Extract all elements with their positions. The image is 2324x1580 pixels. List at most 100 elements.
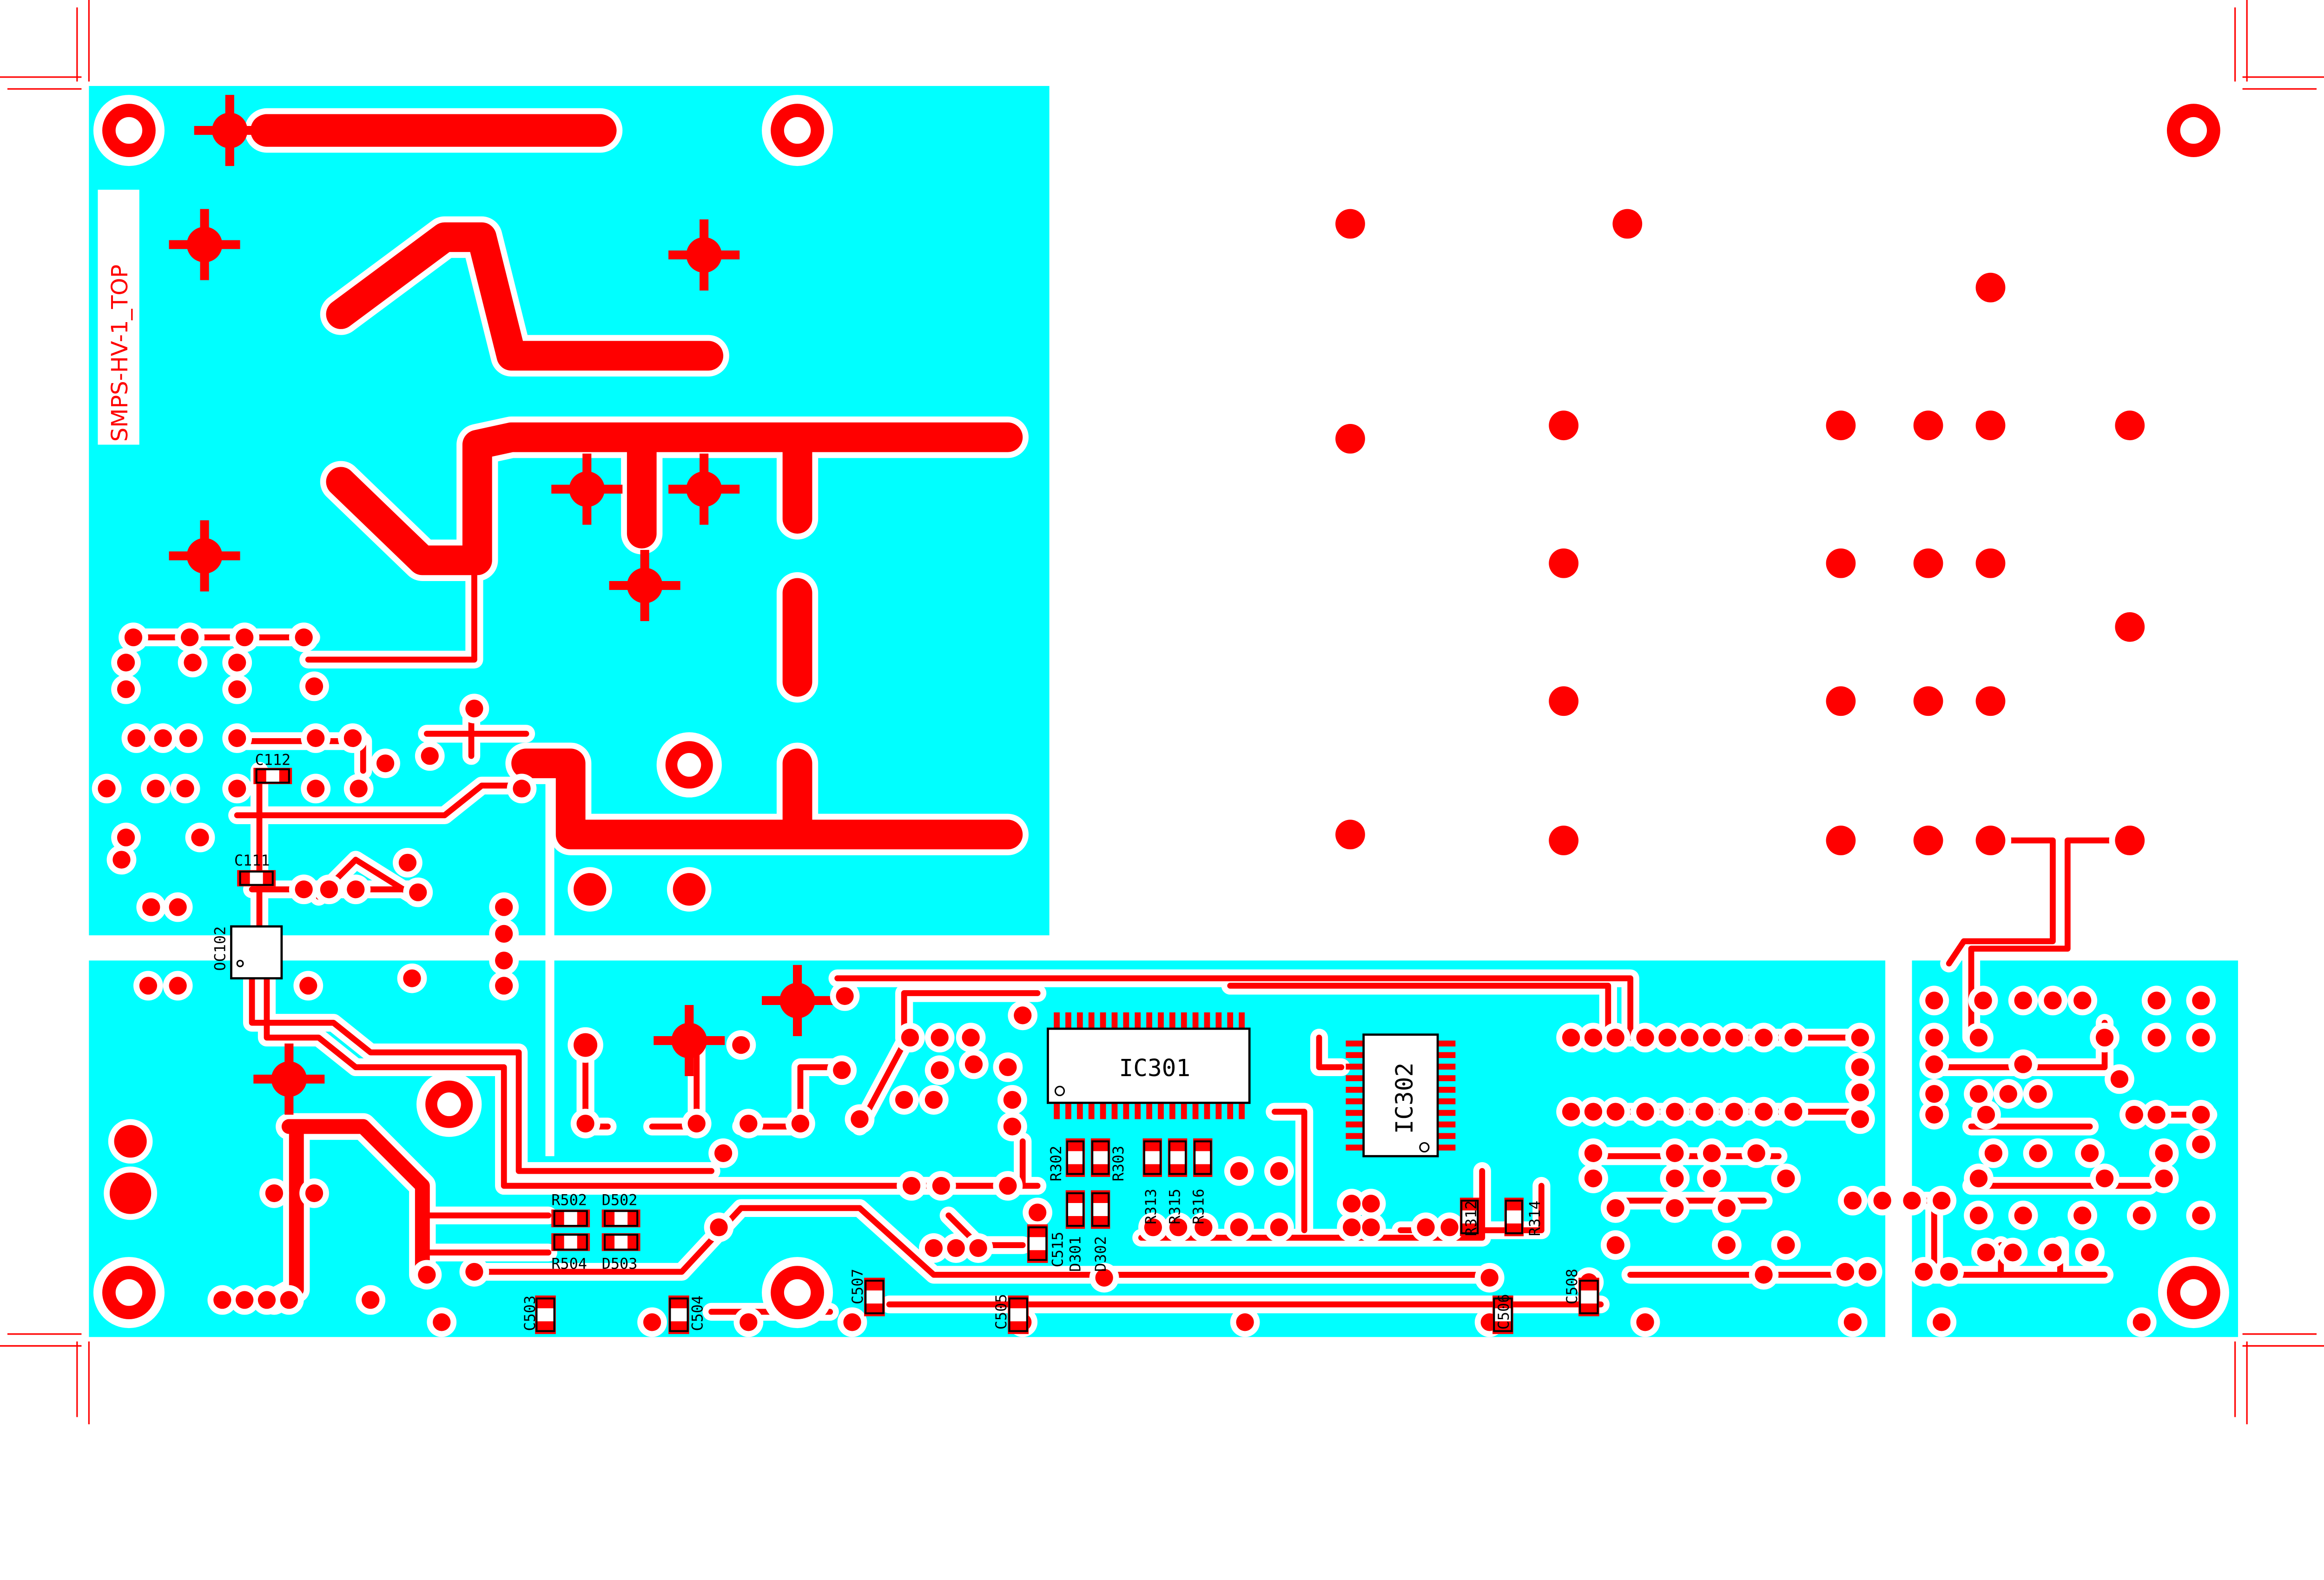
r315-body xyxy=(1169,1151,1186,1164)
r303-outline xyxy=(1091,1140,1110,1175)
ic301-pin xyxy=(1088,1101,1095,1119)
pad xyxy=(1975,686,2006,716)
pad xyxy=(1975,548,2006,578)
pad xyxy=(418,1266,436,1284)
pad xyxy=(2147,1029,2166,1047)
c504-label: C504 xyxy=(688,1296,706,1331)
c515-label: C515 xyxy=(1049,1232,1066,1268)
pad xyxy=(1666,1144,1684,1162)
c508-outline xyxy=(1579,1280,1599,1315)
pad xyxy=(2004,1243,2022,1262)
pad xyxy=(2155,1144,2173,1162)
trace xyxy=(264,975,1041,1189)
pad xyxy=(495,925,513,943)
ic301-pin xyxy=(1100,1101,1106,1119)
pad xyxy=(1169,1218,1188,1236)
pad xyxy=(1549,410,1579,441)
pad xyxy=(1606,1103,1624,1121)
pad xyxy=(2073,992,2092,1010)
c505-body xyxy=(1009,1308,1027,1322)
pad xyxy=(739,1114,758,1133)
ic302-pin xyxy=(1434,1064,1456,1070)
pad xyxy=(2192,1105,2210,1124)
pad xyxy=(1826,548,1856,578)
pad xyxy=(1666,1199,1684,1217)
pad xyxy=(687,1114,706,1133)
c111-body xyxy=(250,871,263,885)
pad xyxy=(236,628,254,647)
c505-outline xyxy=(1008,1297,1028,1332)
pad xyxy=(964,1055,983,1073)
pad xyxy=(295,628,313,647)
c507-label: C507 xyxy=(849,1269,866,1304)
r315-outline xyxy=(1168,1140,1187,1175)
pad xyxy=(1703,1144,1721,1162)
pad xyxy=(2044,1243,2062,1262)
r313-outline xyxy=(1143,1140,1162,1175)
ic301-pin xyxy=(1204,1101,1210,1119)
pad xyxy=(1975,826,2006,855)
pad xyxy=(1925,1055,1943,1073)
trace xyxy=(738,1064,848,1130)
pad xyxy=(421,747,439,765)
ic302-pin xyxy=(1434,1052,1456,1058)
ic302-pin xyxy=(1434,1133,1456,1139)
pad xyxy=(576,1114,594,1133)
pad xyxy=(969,1239,987,1257)
pad xyxy=(1230,1162,1248,1180)
mounting-hole-drill xyxy=(437,1092,461,1117)
r303-body xyxy=(1092,1151,1109,1164)
pad xyxy=(1755,1029,1773,1047)
pad xyxy=(1703,1169,1721,1188)
pad xyxy=(1858,1263,1876,1281)
ic302-pin xyxy=(1346,1098,1367,1104)
trace xyxy=(1968,837,2133,1041)
r316-body xyxy=(1195,1151,1211,1164)
pad xyxy=(999,1058,1017,1077)
pad xyxy=(833,1061,851,1079)
pad xyxy=(142,898,160,916)
pad xyxy=(139,977,158,995)
trace xyxy=(1316,1034,1345,1071)
pad xyxy=(1969,1206,1988,1224)
pad xyxy=(1584,1103,1603,1121)
pad xyxy=(1362,1195,1380,1213)
pad xyxy=(1843,1191,1862,1210)
pad xyxy=(1695,1103,1714,1121)
pad xyxy=(154,729,172,747)
pad xyxy=(1873,1191,1891,1210)
ic301-pin xyxy=(1192,1012,1199,1031)
r313-label: R313 xyxy=(1142,1189,1160,1224)
pad xyxy=(1977,1243,1995,1262)
mounting-hole-drill xyxy=(784,117,811,144)
pad xyxy=(1755,1103,1773,1121)
pad xyxy=(1747,1144,1765,1162)
ic301-pin xyxy=(1111,1101,1118,1119)
pad xyxy=(999,1177,1017,1195)
pad xyxy=(1826,686,1856,716)
pad xyxy=(2110,1070,2129,1088)
pad xyxy=(228,654,246,672)
pad xyxy=(1236,1313,1254,1331)
ic302-pin xyxy=(1346,1040,1367,1047)
d302-label: D302 xyxy=(1092,1236,1109,1272)
pad xyxy=(1681,1029,1699,1047)
pad xyxy=(2192,1206,2210,1224)
pad xyxy=(1826,410,1856,441)
silkscreen-labels: SMPS-HV-1_TOP C112 C111 OC102 R502 D502 … xyxy=(98,190,1581,1331)
pad xyxy=(1636,1029,1654,1047)
pad xyxy=(1984,1144,2003,1162)
pad xyxy=(1362,1218,1380,1236)
pad xyxy=(179,729,198,747)
r314-label: R314 xyxy=(1526,1201,1544,1236)
pad xyxy=(320,880,338,899)
mounting-hole-drill xyxy=(2180,117,2207,144)
trace xyxy=(1227,983,1611,1041)
pad xyxy=(465,1263,483,1281)
d503-label: D503 xyxy=(602,1255,638,1273)
pad xyxy=(343,729,362,747)
pad xyxy=(362,1291,380,1309)
pad xyxy=(1003,1117,1022,1136)
pad xyxy=(495,952,513,970)
pad xyxy=(1549,826,1579,855)
